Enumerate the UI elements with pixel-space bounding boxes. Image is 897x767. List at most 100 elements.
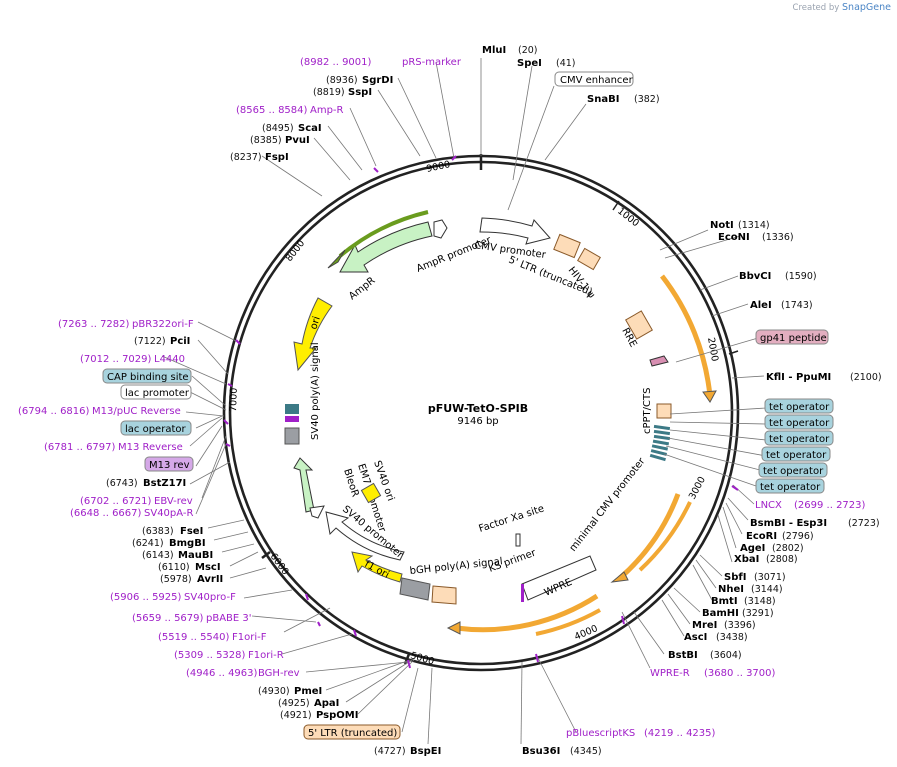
enzyme-avrii: AvrII (197, 574, 223, 585)
ori-arrow (293, 297, 333, 372)
pos-sspi: (8819) (313, 87, 345, 98)
tick-label-8000: 8000 (284, 238, 308, 264)
primer-range-f1ori-r: (5309 .. 5328) (174, 650, 246, 661)
enzyme-alei: AleI (750, 300, 772, 311)
sv40-ori-box (360, 482, 382, 504)
primer-wpre-r: WPRE-R (650, 668, 690, 679)
label-gp41: gp41 peptide (760, 333, 827, 344)
gp41-arrow (649, 355, 669, 367)
enzyme-noti: NotI (710, 220, 734, 231)
pos-bstbi: (3604) (710, 650, 742, 661)
label-tet-operator-1: tet operator (769, 402, 830, 413)
enzyme-sbfi: SbfI (724, 572, 746, 583)
pos-ecori: (2796) (782, 531, 814, 542)
pos-bspei: (4727) (374, 746, 406, 757)
pos-agei: (2802) (772, 543, 804, 554)
brand-prefix: Created by (792, 3, 840, 13)
enzyme-bstbi: BstBI (668, 650, 698, 661)
box-lac-operator (120, 420, 192, 436)
primer-f1ori-f: F1ori-F (232, 632, 267, 643)
primer-m13puc: M13/pUC Reverse (92, 406, 181, 417)
enzyme-bstz17i: BstZ17I (143, 478, 186, 489)
pos-bbvci: (1590) (785, 271, 817, 282)
pos-noti: (1314) (738, 220, 770, 231)
pos-bsmbi: (2723) (848, 518, 880, 529)
enzyme-bmti: BmtI (711, 596, 738, 607)
hiv-psi-box (577, 247, 601, 271)
pos-asci: (3438) (716, 632, 748, 643)
enzyme-sgrdi: SgrDI (362, 75, 393, 86)
tick-label-2000: 2000 (705, 337, 720, 363)
primer-prs-marker: pRS-marker (402, 57, 462, 68)
orange-arrowhead-4 (446, 621, 461, 635)
enzyme-bsu36i: Bsu36I (522, 746, 560, 757)
ampr-thin-arrowhead (327, 249, 346, 269)
enzyme-msci: MscI (195, 562, 221, 573)
primer-f1ori-r: F1ori-R (248, 650, 284, 661)
enzyme-sspi: SspI (348, 87, 372, 98)
enzyme-labels: MluI (20) SpeI (41) SnaBI (382) NotI (13… (106, 45, 882, 757)
pos-avrii: (5978) (160, 574, 192, 585)
boxed-labels: CMV enhancer gp41 peptide tet operator t… (102, 71, 834, 740)
feature-label-cppt: cPPT/CTS (642, 388, 653, 434)
primer-range-ebv-rev: (6702 .. 6721) (80, 496, 152, 507)
orange-arrowhead-2 (610, 571, 629, 583)
plasmid-size: 9146 bp (457, 416, 498, 427)
label-lac-promoter: lac promoter (125, 388, 190, 399)
pos-pmei: (4930) (258, 686, 290, 697)
pos-mrei: (3396) (724, 620, 756, 631)
em7-promoter-arrow (309, 505, 325, 519)
orange-arrow-5 (535, 608, 601, 636)
factor-xa-site-box (515, 533, 521, 547)
enzyme-xbai: XbaI (734, 554, 759, 565)
leader-lines (161, 58, 767, 745)
enzyme-bmgbi: BmgBI (169, 538, 206, 549)
feature-label-f1-ori: f1 ori (363, 559, 391, 581)
enzyme-fsei: FseI (180, 526, 203, 537)
ks-primer-mark (521, 584, 524, 602)
label-tet-operator-6: tet operator (760, 482, 821, 493)
tick-2000 (728, 350, 739, 355)
enzyme-apai: ApaI (314, 698, 339, 709)
plasmid-name: pFUW-TetO-SPIB (428, 402, 528, 415)
enzyme-bspei: BspEI (410, 746, 441, 757)
primer-ebv-rev: EBV-rev (154, 496, 193, 507)
pos-maubi: (6143) (142, 550, 174, 561)
primer-pbr322: pBR322ori-F (132, 319, 194, 330)
primer-range-bgh-rev: (4946 .. 4963) (186, 668, 258, 679)
orange-arrow-3 (638, 501, 692, 572)
feature-label-sv40-pa: SV40 poly(A) signal (310, 342, 321, 440)
tick-6000 (261, 551, 271, 559)
pos-bmgbi: (6241) (132, 538, 164, 549)
orange-arrow-4 (455, 593, 599, 633)
pos-bamhi: (3291) (742, 608, 774, 619)
primer-m13rev: M13 Reverse (118, 442, 183, 453)
primer-range-m13rev: (6781 .. 6797) (44, 442, 116, 453)
pos-alei: (1743) (781, 300, 813, 311)
sv40-pa-mark (285, 404, 299, 414)
enzyme-asci: AscI (684, 632, 707, 643)
sv40-promoter-arrow (325, 511, 405, 561)
ltr-truncated-5-box (553, 233, 581, 259)
box-gp41 (755, 329, 829, 345)
pos-kfli-ppumi: (2100) (850, 372, 882, 383)
pos-econi: (1336) (762, 232, 794, 243)
box-tet-operator-3 (764, 430, 834, 446)
box-tet-operator-4 (761, 446, 831, 462)
pos-msci: (6110) (158, 562, 190, 573)
pos-mlui: (20) (518, 45, 538, 56)
enzyme-pvui: PvuI (285, 135, 310, 146)
label-tet-operator-2: tet operator (769, 418, 830, 429)
label-m13-rev: M13 rev (149, 460, 190, 471)
box-tet-operator-6 (755, 478, 825, 494)
m13-mark (285, 416, 299, 422)
pos-spei: (41) (556, 58, 576, 69)
box-tet-operator-5 (758, 462, 828, 478)
enzyme-bbvci: BbvCI (739, 271, 771, 282)
pos-bsu36i: (4345) (570, 746, 602, 757)
primer-pbluescriptks: pBluescriptKS (566, 728, 635, 739)
enzyme-bamhi: BamHI (702, 608, 739, 619)
feature-label-ori: ori (308, 315, 322, 331)
label-5ltr-truncated: 5' LTR (truncated) (308, 728, 397, 739)
